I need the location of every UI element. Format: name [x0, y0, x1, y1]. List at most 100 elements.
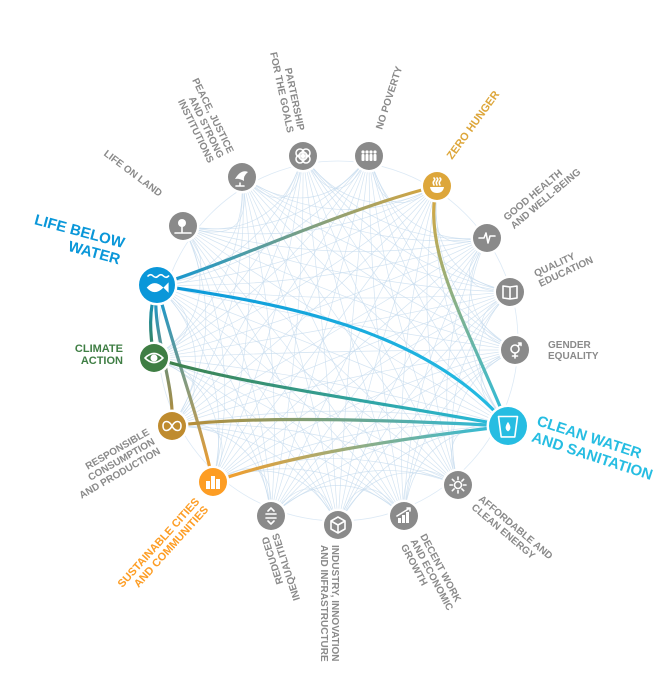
- label-line: ZERO HUNGER: [445, 89, 503, 162]
- label-line: SUSTAINABLE CITIES: [116, 496, 202, 590]
- city-icon: [206, 476, 220, 489]
- fish-icon: [146, 273, 170, 293]
- mesh-line: [156, 237, 488, 286]
- label-line: CLIMATE: [75, 343, 123, 355]
- infinity-icon: [162, 420, 182, 432]
- label-line: AFFORDABLE AND: [476, 494, 554, 562]
- label-clean-water: CLEAN WATERAND SANITATION: [530, 413, 660, 484]
- mesh-line: [302, 155, 488, 240]
- mesh-line: [171, 185, 438, 427]
- mesh-line: [171, 225, 207, 427]
- mesh-line: [153, 357, 339, 526]
- connection-life-below-water-to-clean-water: [155, 283, 510, 428]
- node-climate-action: [137, 341, 171, 375]
- tree-icon: [174, 219, 192, 234]
- node-affordable-energy: [441, 468, 475, 502]
- node-reduced-inequalities: [254, 499, 288, 533]
- gender-icon: [510, 342, 522, 359]
- label-no-poverty: NO POVERTY: [374, 65, 405, 131]
- label-quality-education: QUALITYEDUCATION: [533, 245, 596, 290]
- node-quality-education: [493, 275, 527, 309]
- label-line: LIFE ON LAND: [101, 148, 164, 199]
- mesh-line: [153, 349, 516, 359]
- flower-icon: [295, 148, 311, 164]
- mesh-line: [171, 349, 516, 427]
- mesh-line: [403, 291, 511, 517]
- node-clean-water: [486, 404, 530, 448]
- mesh-line: [403, 237, 488, 517]
- node-good-health: [470, 221, 504, 255]
- mesh-line: [368, 155, 516, 351]
- connection-climate-action-to-clean-water: [152, 356, 510, 428]
- mesh-line: [241, 176, 405, 517]
- mesh-line: [241, 176, 511, 293]
- mesh-line: [337, 155, 370, 526]
- label-line: ACTION: [81, 355, 123, 367]
- mesh-line: [153, 357, 509, 427]
- label-line: EQUALITY: [548, 351, 599, 362]
- label-sustainable-cities: SUSTAINABLE CITIESAND COMMUNITIES: [116, 496, 211, 598]
- label-line: AND COMMUNITIES: [132, 504, 211, 590]
- node-responsible-consumption: [155, 409, 189, 443]
- mesh-line: [156, 284, 272, 517]
- mesh-line: [156, 185, 438, 286]
- mesh-line: [435, 185, 509, 427]
- mesh-line: [426, 185, 459, 486]
- label-reduced-inequalities: REDUCEDINEQUALITIES: [260, 531, 303, 605]
- mesh-line: [212, 155, 304, 483]
- mesh-line: [212, 185, 438, 483]
- label-good-health: GOOD HEALTHAND WELL-BEING: [502, 158, 584, 231]
- mesh-line: [270, 349, 516, 517]
- mesh-line: [368, 155, 509, 427]
- mesh-line: [182, 225, 488, 252]
- node-partnership: [286, 139, 320, 173]
- node-gender-equality: [498, 333, 532, 367]
- mesh-line: [302, 155, 405, 517]
- node-peace-justice: [225, 160, 259, 194]
- mesh-line: [153, 357, 405, 517]
- label-responsible-consumption: RESPONSIBLECONSUMPTIONAND PRODUCTION: [67, 427, 163, 502]
- mesh-line: [153, 237, 488, 359]
- label-line: AND INFRASTRUCTURE: [318, 545, 329, 662]
- mesh-line: [182, 185, 438, 235]
- mesh-line: [270, 425, 509, 517]
- mesh-line: [182, 225, 339, 526]
- mesh-line: [241, 176, 488, 242]
- mesh-line: [212, 349, 516, 483]
- mesh-line: [403, 349, 516, 517]
- node-disc: [257, 502, 285, 530]
- mesh-line: [452, 349, 516, 486]
- mesh-line: [337, 185, 438, 526]
- label-affordable-energy: AFFORDABLE ANDCLEAN ENERGY: [469, 494, 554, 571]
- growth-chart-icon: [396, 507, 411, 523]
- connection-life-below-water-to-sustainable-cities: [155, 283, 215, 484]
- node-disc: [355, 142, 383, 170]
- connection-sustainable-cities-to-clean-water: [211, 424, 510, 484]
- mesh-line: [156, 284, 339, 526]
- mesh-line: [270, 155, 304, 517]
- node-decent-work: [387, 499, 421, 533]
- cubes-icon: [330, 516, 346, 534]
- node-disc: [444, 471, 472, 499]
- label-peace-justice: PEACE, JUSTICEAND STRONGINSTITUTIONS: [169, 77, 235, 166]
- family-icon: [361, 150, 377, 161]
- mesh-line: [302, 155, 459, 486]
- connection-life-below-water-to-zero-hunger: [155, 184, 439, 287]
- water-glass-icon: [497, 415, 519, 438]
- label-decent-work: DECENT WORKAND ECONOMICGROWTH: [398, 532, 464, 618]
- mesh-line: [368, 155, 459, 486]
- mesh-line: [182, 225, 405, 517]
- mesh-line: [302, 155, 511, 293]
- label-life-below-water: LIFE BELOWWATER: [28, 212, 127, 269]
- node-disc: [501, 336, 529, 364]
- mesh-line: [171, 425, 405, 517]
- mesh-line: [270, 237, 488, 517]
- mesh-line: [153, 155, 304, 359]
- mesh-line: [241, 176, 339, 526]
- mesh-line: [182, 155, 370, 230]
- dove-icon: [235, 171, 248, 187]
- mesh-line: [212, 237, 488, 483]
- label-line: GENDER: [548, 340, 592, 351]
